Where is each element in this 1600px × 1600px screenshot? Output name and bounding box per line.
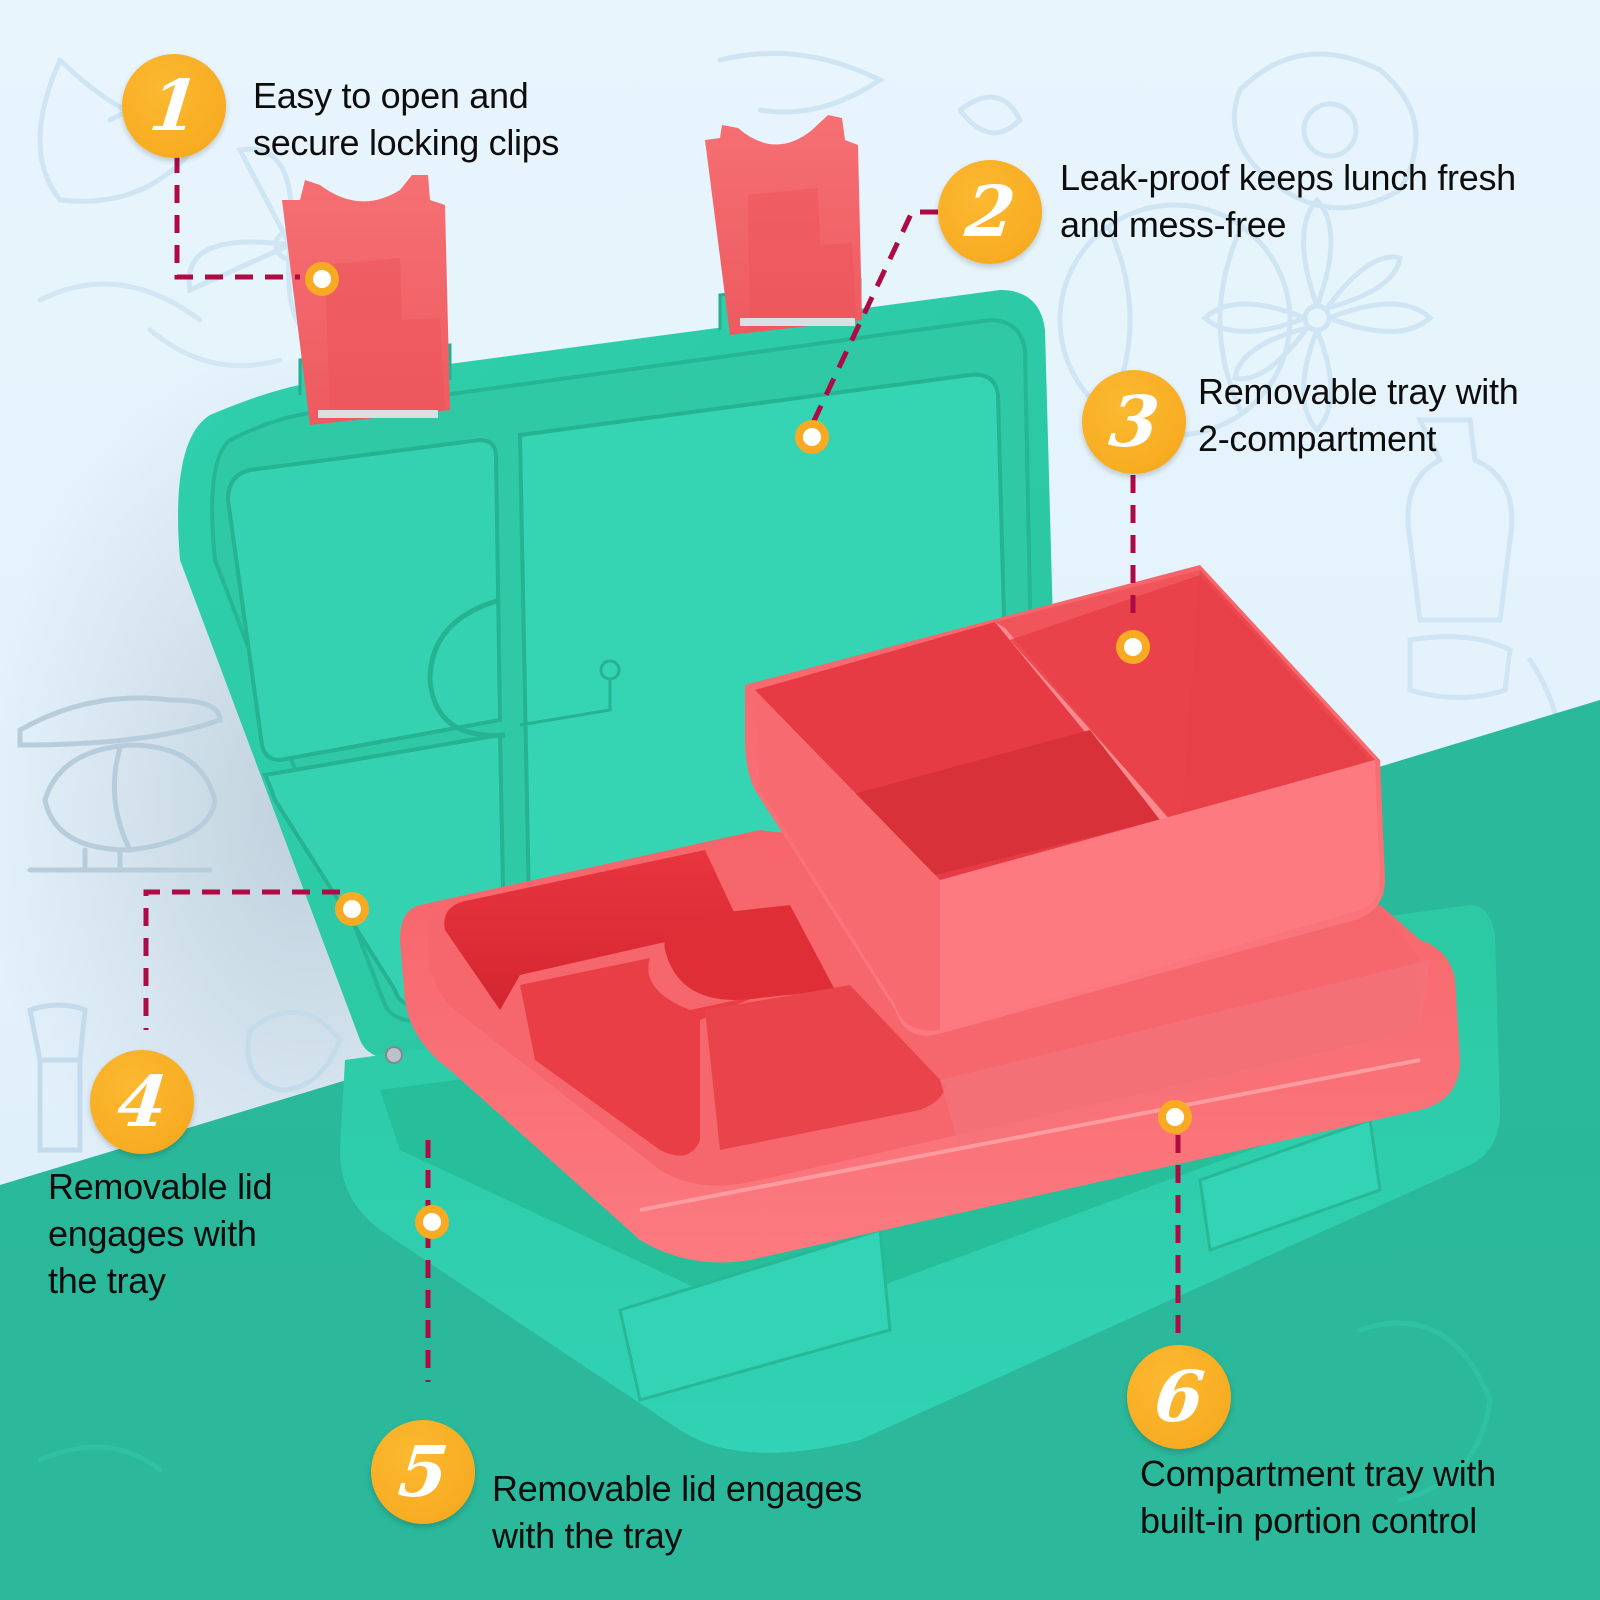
callout-text-removable-lid: Removable lid engages with the tray bbox=[48, 1166, 273, 1301]
callout-badge-4: 4 bbox=[90, 1050, 194, 1154]
callout-marker-4[interactable] bbox=[335, 892, 369, 926]
callout-number-3: 3 bbox=[1105, 380, 1163, 463]
callout-marker-6[interactable] bbox=[1158, 1100, 1192, 1134]
callout-number-4: 4 bbox=[113, 1060, 171, 1143]
callout-text-removable-tray: Removable tray with 2-compartment bbox=[1198, 371, 1519, 459]
callout-badge-2: 2 bbox=[938, 160, 1042, 264]
callout-number-6: 6 bbox=[1150, 1355, 1208, 1438]
callout-marker-3[interactable] bbox=[1116, 630, 1150, 664]
callout-text-lid-engages: Removable lid engages with the tray bbox=[492, 1468, 862, 1556]
callout-marker-2[interactable] bbox=[795, 420, 829, 454]
callout-text-portion-control: Compartment tray with built-in portion c… bbox=[1140, 1453, 1496, 1541]
callout-badge-3: 3 bbox=[1082, 370, 1186, 474]
callout-badge-6: 6 bbox=[1127, 1345, 1231, 1449]
callout-badge-1: 1 bbox=[122, 54, 226, 158]
removable-tray bbox=[745, 565, 1385, 1036]
locking-clip-left bbox=[282, 175, 450, 425]
callout-number-5: 5 bbox=[394, 1430, 452, 1513]
callout-text-locking-clips: Easy to open and secure locking clips bbox=[253, 75, 560, 163]
callout-badge-5: 5 bbox=[371, 1420, 475, 1524]
locking-clip-right bbox=[705, 115, 862, 335]
callout-text-leak-proof: Leak-proof keeps lunch fresh and mess-fr… bbox=[1060, 157, 1516, 245]
callout-marker-1[interactable] bbox=[305, 262, 339, 296]
callout-marker-5[interactable] bbox=[415, 1205, 449, 1239]
callout-number-1: 1 bbox=[145, 64, 203, 147]
callout-number-2: 2 bbox=[961, 170, 1019, 253]
